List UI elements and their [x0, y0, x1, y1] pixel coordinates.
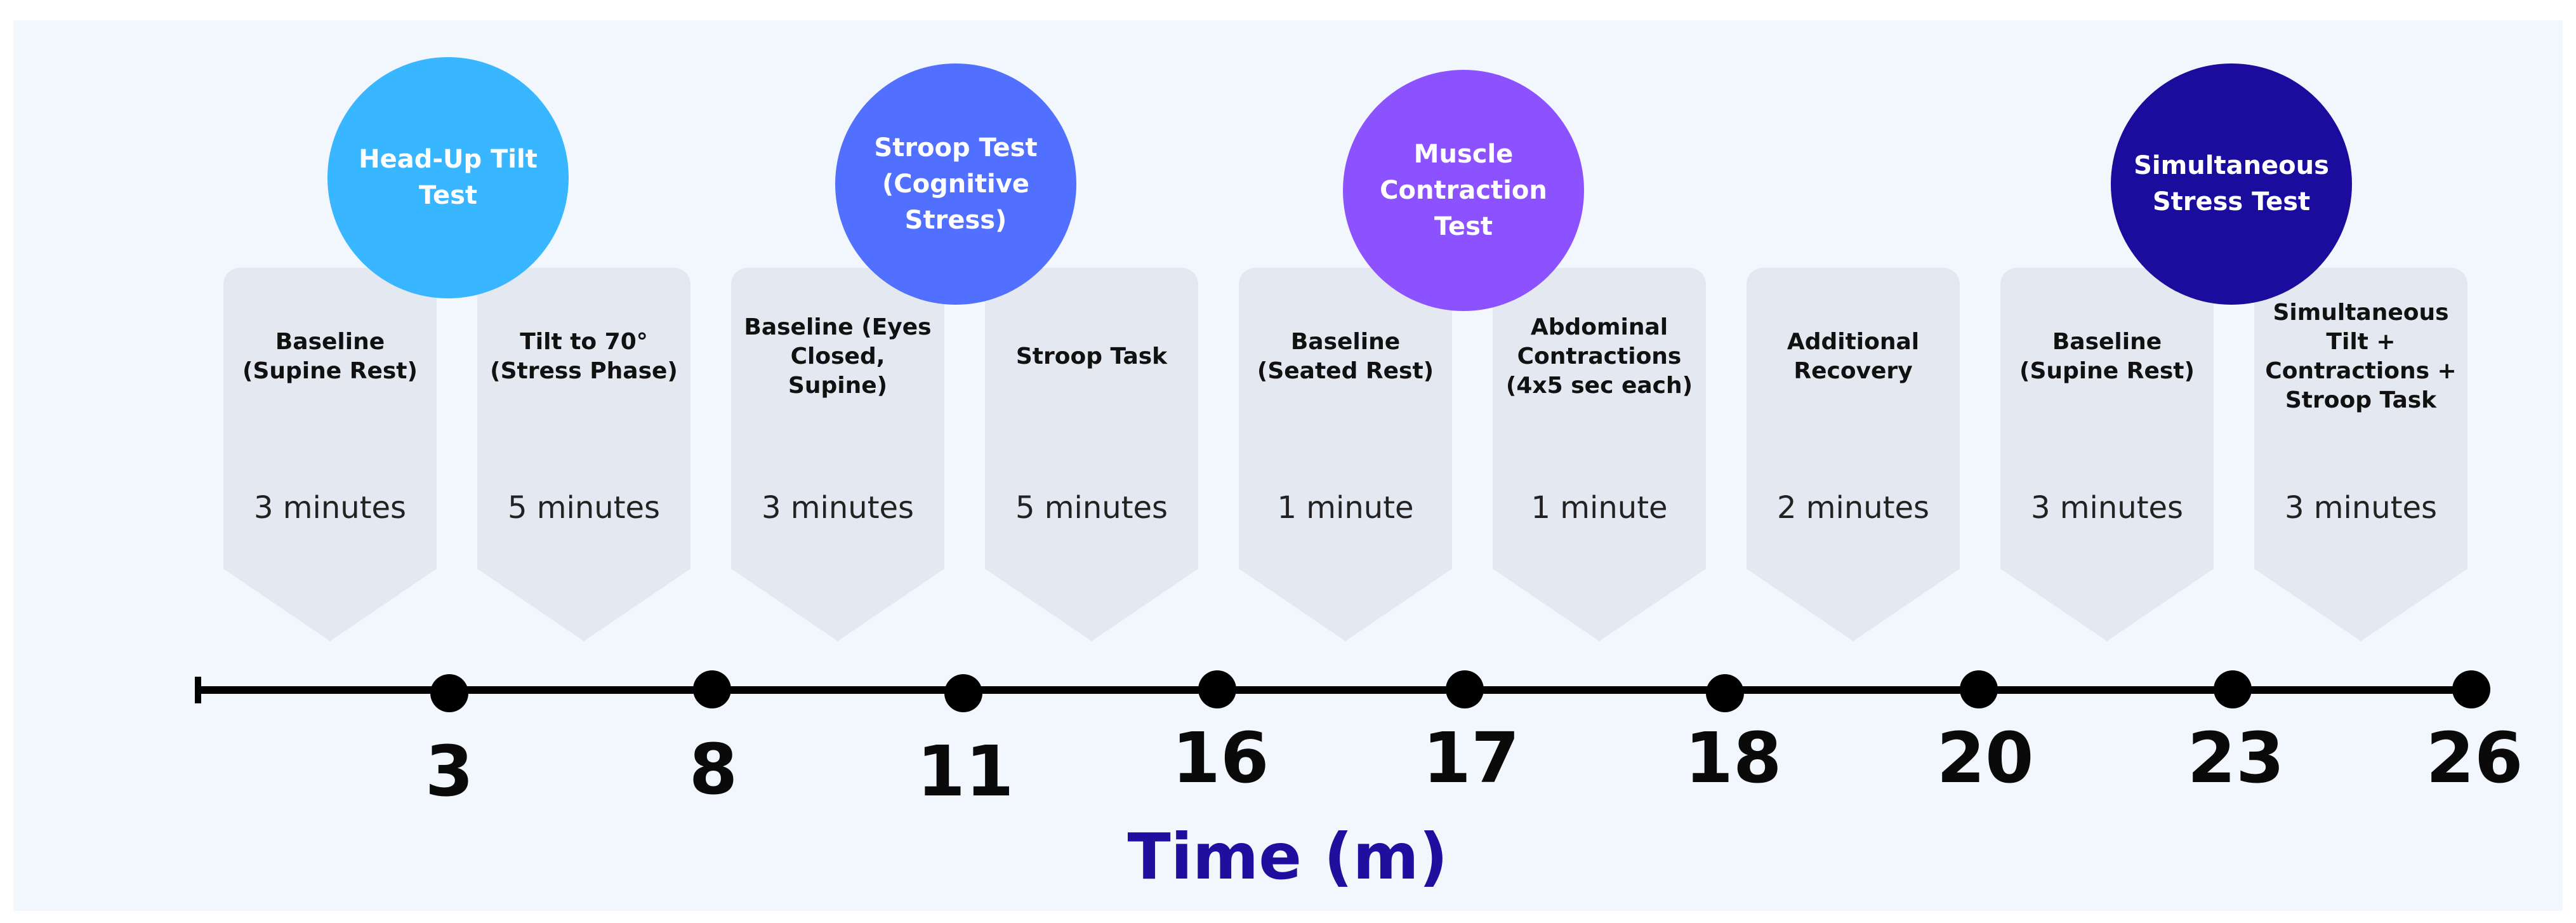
phase-card: Stroop Task 5 minutes — [985, 268, 1198, 641]
axis-title: Time (m) — [1127, 820, 1448, 894]
tick-label: 18 — [1684, 717, 1782, 799]
phase-card: Abdominal Contractions (4x5 sec each) 1 … — [1493, 268, 1706, 641]
phase-card: Tilt to 70° (Stress Phase) 5 minutes — [477, 268, 690, 641]
phase-title: Abdominal Contractions (4x5 sec each) — [1505, 314, 1693, 399]
tick-label: 16 — [1172, 717, 1269, 799]
phase-duration: 1 minute — [1277, 490, 1414, 526]
test-circle-muscle-contraction: Muscle Contraction Test — [1343, 70, 1584, 311]
phase-title: Baseline (Seated Rest) — [1257, 329, 1434, 384]
test-circle-stroop: Stroop Test (Cognitive Stress) — [835, 63, 1076, 305]
phase-title: Simultaneous Tilt + Contractions + Stroo… — [2265, 300, 2457, 413]
timeline-marker — [944, 674, 982, 712]
phase-title: Baseline (Supine Rest) — [242, 329, 418, 384]
phase-title: Tilt to 70° (Stress Phase) — [490, 329, 678, 384]
phase-duration: 2 minutes — [1776, 490, 1930, 526]
tick-label: 17 — [1422, 717, 1520, 799]
phase-title: Baseline (Eyes Closed, Supine) — [744, 314, 932, 399]
phase-card: Simultaneous Tilt + Contractions + Stroo… — [2254, 268, 2467, 641]
tick-label: 11 — [916, 731, 1014, 812]
timeline-marker — [2214, 670, 2252, 708]
phase-duration: 1 minute — [1531, 490, 1668, 526]
phase-title: Additional Recovery — [1787, 329, 1920, 384]
timeline-marker — [1960, 670, 1998, 708]
phase-duration: 5 minutes — [1015, 490, 1168, 526]
tick-label: 26 — [2426, 717, 2523, 799]
phase-duration: 3 minutes — [761, 490, 915, 526]
timeline-marker — [1198, 670, 1236, 708]
phase-title: Stroop Task — [1015, 343, 1168, 369]
tick-label: 20 — [1936, 717, 2034, 799]
phase-duration: 3 minutes — [2284, 490, 2438, 526]
phase-card: Additional Recovery 2 minutes — [1747, 268, 1960, 641]
phase-title: Baseline (Supine Rest) — [2019, 329, 2195, 384]
phase-duration: 5 minutes — [507, 490, 661, 526]
tick-label: 8 — [689, 729, 738, 810]
timeline-marker — [1706, 674, 1744, 712]
phase-card: Baseline (Seated Rest) 1 minute — [1239, 268, 1452, 641]
timeline-marker — [2452, 670, 2490, 708]
tick-label: 23 — [2187, 717, 2285, 799]
timeline-marker — [693, 670, 731, 708]
phase-duration: 3 minutes — [2030, 490, 2184, 526]
phase-card: Baseline (Supine Rest) 3 minutes — [2000, 268, 2214, 641]
test-circle-simultaneous-stress: Simultaneous Stress Test — [2111, 63, 2352, 305]
phase-card: Baseline (Eyes Closed, Supine) 3 minutes — [731, 268, 944, 641]
test-circle-head-up-tilt: Head-Up Tilt Test — [327, 57, 569, 298]
tick-label: 3 — [425, 731, 474, 812]
phase-card: Baseline (Supine Rest) 3 minutes — [223, 268, 437, 641]
phase-duration: 3 minutes — [253, 490, 407, 526]
timeline-marker — [430, 674, 468, 712]
timeline-marker — [1446, 670, 1484, 708]
